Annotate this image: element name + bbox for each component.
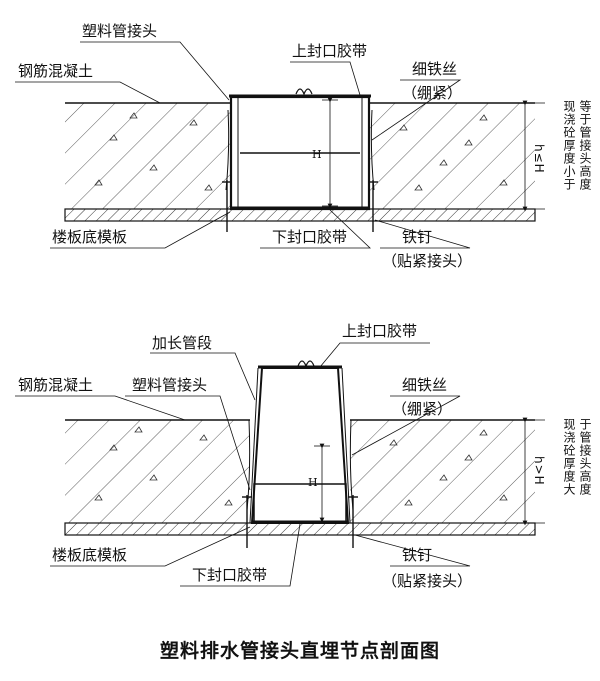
figure-caption: 塑料排水管接头直埋节点剖面图 [159,640,440,662]
top-label-upper-tape: 上封口胶带 [292,42,368,60]
bottom-concrete-left [65,420,250,523]
bottom-side-note-2: 于管接头高度 [578,418,592,496]
top-concrete-right [370,103,535,209]
top-label-rebar-concrete: 钢筋混凝土 [18,62,94,80]
top-label-wire-note: （绷紧） [402,84,463,102]
bottom-label-wire-note: （绷紧） [392,400,453,418]
top-formwork [64,208,536,222]
bottom-label-formwork: 楼板底模板 [52,546,128,564]
top-label-plastic-joint: 塑料管接头 [82,22,158,40]
top-side-note-1: 现浇砼厚度小于 [562,100,576,191]
top-label-formwork: 楼板底模板 [52,228,128,246]
bottom-label-nail-note: （贴紧接头） [382,572,473,590]
top-dim-h: h≤H [532,144,546,174]
bottom-label-rebar-concrete: 钢筋混凝土 [18,376,94,394]
top-label-lower-tape: 下封口胶带 [272,228,348,246]
top-aggregate [94,112,508,191]
bottom-concrete-right [350,420,535,523]
bottom-detail [15,342,545,587]
top-label-nail-note: （贴紧接头） [382,252,473,270]
bottom-dim-h: h>H [532,456,546,486]
bottom-wire [246,419,354,511]
bottom-label-upper-tape: 上封口胶带 [342,322,418,340]
top-detail [15,41,545,249]
bottom-label-wire: 细铁丝 [402,376,448,394]
bottom-dim-H: H [308,476,318,489]
bottom-nails [242,495,358,548]
top-label-nail: 铁钉 [402,228,433,246]
bottom-label-extension: 加长管段 [152,334,213,352]
top-dim-H: H [312,148,322,161]
bottom-extension-pipe [250,367,350,524]
bottom-label-lower-tape: 下封口胶带 [192,566,268,584]
top-label-wire: 细铁丝 [412,60,458,78]
top-concrete-left [65,103,230,209]
top-side-note-2: 等于管接头高度 [578,100,592,191]
bottom-aggregate [94,426,508,506]
bottom-side-note-1: 现浇砼厚度大 [562,418,576,496]
bottom-label-nail: 铁钉 [402,546,433,564]
bottom-label-plastic-joint: 塑料管接头 [132,376,208,394]
top-nails [222,180,378,232]
